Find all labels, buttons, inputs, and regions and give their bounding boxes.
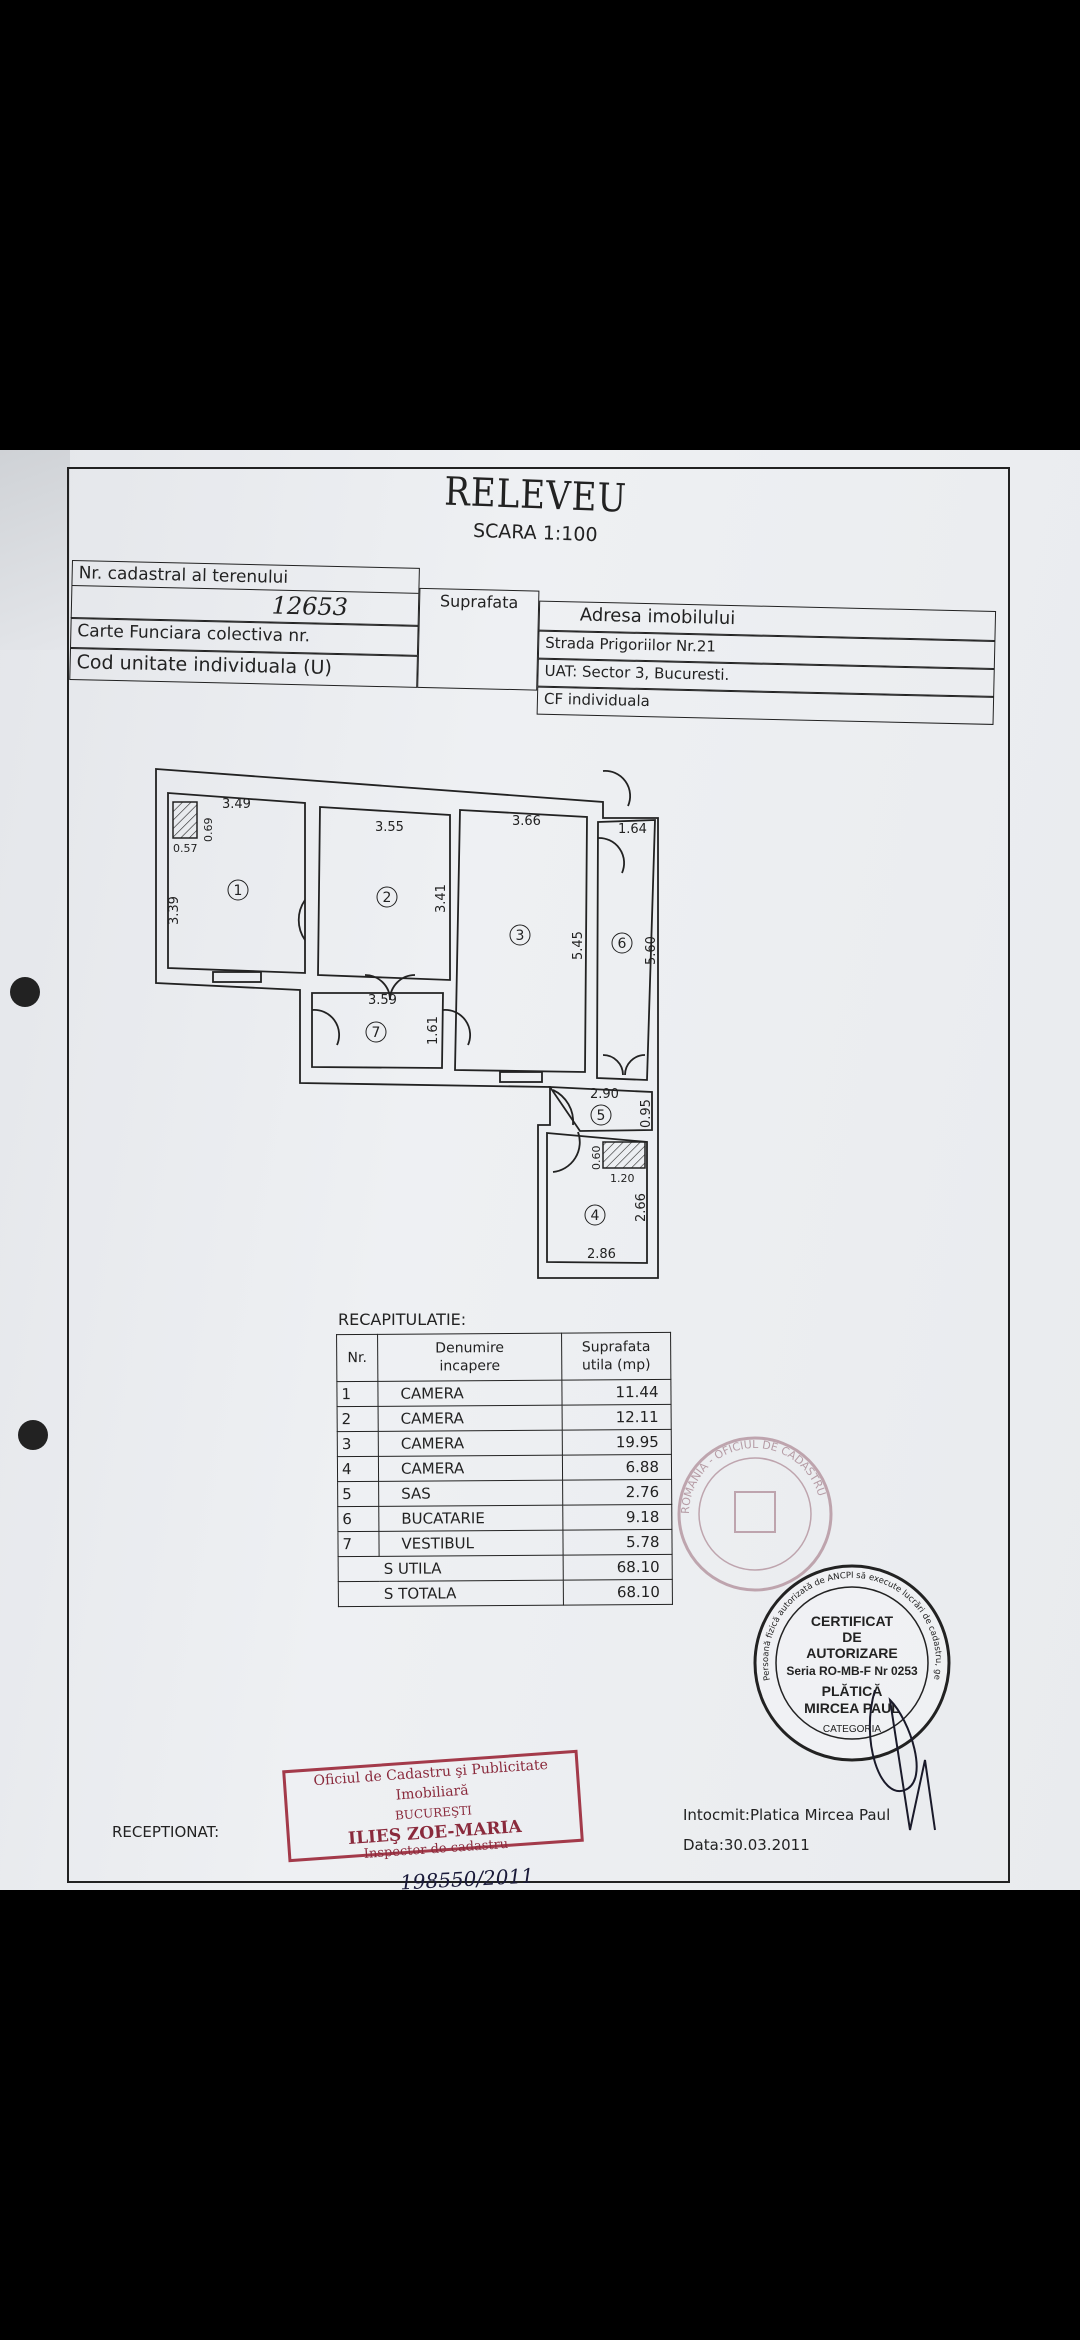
col-name-line1: Denumire — [435, 1340, 505, 1357]
recap-title: RECAPITULATIE: — [338, 1310, 467, 1329]
s-totala-label: S TOTALA — [338, 1580, 564, 1607]
recap-name: CAMERA — [377, 1380, 563, 1407]
s-totala-row: S TOTALA 68.10 — [338, 1579, 673, 1607]
punch-hole — [18, 1420, 48, 1450]
recap-name: CAMERA — [378, 1405, 563, 1432]
receptionat-label: RECEPTIONAT: — [112, 1823, 220, 1841]
recap-name: BUCATARIE — [378, 1505, 563, 1532]
s-utila-value: 68.10 — [563, 1554, 673, 1581]
header-table: Nr. cadastral al terenului 12653 Carte F… — [68, 560, 997, 751]
col-area-line2: utila (mp) — [581, 1356, 651, 1374]
col-area-line1: Suprafata — [581, 1338, 651, 1356]
recap-area: 9.18 — [562, 1504, 672, 1531]
suprafata-label: Suprafata — [417, 587, 540, 691]
col-name-line2: incapere — [439, 1358, 501, 1375]
recap-nr: 6 — [337, 1506, 379, 1532]
recap-area: 6.88 — [562, 1454, 672, 1481]
recap-area: 11.44 — [561, 1379, 672, 1406]
intocmit-label: Intocmit:Platica Mircea Paul — [683, 1806, 891, 1824]
recap-name: CAMERA — [378, 1455, 563, 1482]
recap-nr: 7 — [337, 1531, 380, 1557]
recap-name: SAS — [378, 1480, 563, 1507]
s-totala-value: 68.10 — [563, 1579, 673, 1606]
drawing-frame — [67, 467, 1010, 1883]
recap-nr: 4 — [337, 1456, 379, 1482]
recap-area: 5.78 — [562, 1529, 673, 1556]
recap-area: 2.76 — [562, 1479, 672, 1506]
recap-nr: 2 — [337, 1406, 379, 1432]
recap-area: 12.11 — [562, 1404, 672, 1431]
recap-name: VESTIBUL — [378, 1530, 564, 1557]
s-utila-row: S UTILA 68.10 — [338, 1554, 673, 1582]
recap-name: CAMERA — [378, 1430, 563, 1457]
recap-area: 19.95 — [562, 1429, 672, 1456]
page-fold-shadow — [0, 450, 70, 650]
document-scale: SCARA 1:100 — [472, 519, 598, 547]
s-utila-label: S UTILA — [338, 1555, 564, 1582]
date-label: Data:30.03.2011 — [683, 1836, 810, 1854]
cod-unitate-label: Cod unitate individuala (U) — [69, 647, 418, 688]
recap-nr: 5 — [337, 1481, 379, 1507]
ocpi-inspector-stamp: Oficiul de Cadastru şi Publicitate Imobi… — [282, 1749, 584, 1863]
col-nr: Nr. — [336, 1334, 378, 1382]
recap-nr: 3 — [337, 1431, 379, 1457]
document-title: RELEVEU — [443, 468, 628, 523]
recap-nr: 1 — [336, 1381, 379, 1407]
punch-hole — [10, 977, 40, 1007]
